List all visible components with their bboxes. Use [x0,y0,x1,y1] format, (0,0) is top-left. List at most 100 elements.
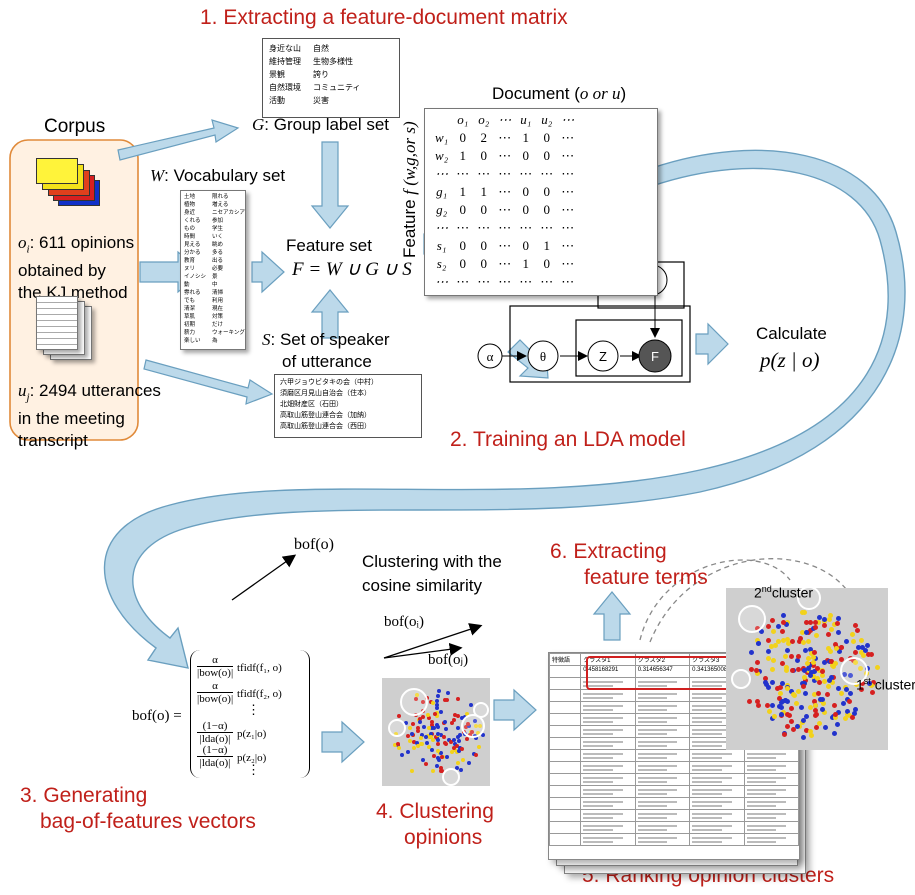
scatter-point [785,711,791,717]
matrix-cell: ⋯ [498,202,512,217]
lda-inner-plate [575,319,683,377]
scatter-point [784,622,790,628]
matrix-cell: ⋯ [498,130,512,145]
scatter-point [832,703,838,709]
group-label-list: 身近な山自然維持管理生物多様性景観誇り自然環境コミュニティ活動災害 [269,42,393,107]
scatter-point [803,647,809,653]
scatter-point [434,705,439,710]
scatter-point [809,650,814,656]
matrix-cell: ⋯ [561,238,575,253]
vocab-word-row: 分かる多る [184,249,242,257]
scatter-point [755,702,761,708]
vocab-word: 景 [212,274,218,280]
ranking-opinion-cell [743,749,799,762]
scatter-point [847,691,853,697]
vocab-word: 初期 [184,322,196,328]
speaker-box: 六甲ジョウビタキの会（中村）須磨区月見山自治会（住本）北畑財産区（石田）高取山筋… [274,374,422,438]
arrow-speaker-to-feature-set [310,289,350,339]
feature-axis-text: Feature [400,194,419,258]
scatter-point [436,693,441,698]
scatter-point [776,639,782,645]
scatter-point [858,637,864,643]
vocab-word: 草肌 [184,314,196,320]
matrix-col-header: ⋯ [561,112,575,127]
scatter-point [473,752,478,757]
vocab-word: 増える [212,202,229,208]
scatter-point [426,726,431,731]
matrix-row: ⋯⋯⋯⋯⋯⋯⋯ [431,165,578,183]
vocab-word: 分かる [184,250,201,256]
ranking-opinion-cell [580,833,636,846]
scatter-point [469,703,474,708]
node-alpha-label: α [487,349,494,364]
vocab-word: 出る [212,258,224,264]
ranking-opinion-cell [634,713,691,726]
scatter-point [770,658,776,664]
vocab-word: だけ [212,322,224,328]
ranking-opinion-cell [549,677,582,690]
ranking-opinion-cell [634,809,691,822]
utterances-description: uj: 2494 utterances in the meeting trans… [18,380,161,452]
calculate-label: Calculate [756,324,827,343]
scatter-point [870,679,876,685]
vocab-word: 必要 [212,266,224,272]
transcript-pages-icon [36,296,92,362]
node-z [587,340,619,372]
scatter-point [436,737,441,742]
ranking-opinion-cell [634,785,691,798]
ranking-opinion-cell [549,689,582,702]
scatter-point [790,668,796,674]
vocab-word: ニセアカシア [212,210,246,216]
scatter-point [811,691,817,697]
speaker-item: 六甲ジョウビタキの会（中村） [280,379,378,386]
clustering-scatter-plot [382,678,490,787]
matrix-cell: ⋯ [498,184,512,199]
ranking-opinion-cell [689,797,745,810]
scatter-point [435,698,440,703]
vocab-word: もの [184,226,196,232]
group-label-term: 災害 [313,96,329,105]
scatter-point [837,648,843,654]
node-z-label: Z [599,349,607,364]
scatter-point [780,661,786,667]
ranking-opinion-cell [634,725,691,738]
scatter-point [836,709,842,715]
matrix-cell: 0 [480,256,487,271]
scatter-point [439,755,444,760]
scatter-point [838,657,844,663]
cluster-circle [473,702,490,719]
scatter-point [754,671,760,677]
scatter-point [834,645,840,651]
vocab-word: 楽しい [184,338,201,344]
scatter-point [813,625,819,630]
scatter-point [455,714,460,719]
scatter-point [426,745,431,750]
scatter-point [828,626,834,632]
ranking-opinion-cell [689,773,745,786]
matrix-cell: 1 [522,256,529,271]
cluster-circle [730,669,751,690]
scatter-point [789,705,795,711]
matrix-cell: ⋯ [561,148,575,163]
scatter-point [746,698,752,704]
scatter-point [855,627,861,633]
group-label-row: 景観誇り [269,68,393,81]
ranking-opinion-cell [580,785,636,798]
scatter-point [455,696,460,701]
vocab-word: 薪力 [184,330,196,336]
vocab-word-row: もの学生 [184,225,242,233]
ranking-opinion-row [549,833,799,846]
matrix-cell: 2 [480,130,487,145]
group-label-term: 身近な山 [269,44,301,53]
scatter-point [814,665,820,671]
matrix-row-label: ⋯ [435,274,449,289]
vocab-word: 限れる [212,194,229,200]
vocab-word: 時間 [184,234,196,240]
scatter-point [396,746,401,751]
bof-o-label: bof(o) [294,536,334,553]
scatter-point [454,765,459,770]
vocab-word-list: 土地限れる植物増える身近ニセアカシアくれる参加もの学生時間いく見える眺め分かる多… [184,193,246,345]
vdots-2: ⋮ [247,762,260,777]
scatter-point [782,697,788,703]
